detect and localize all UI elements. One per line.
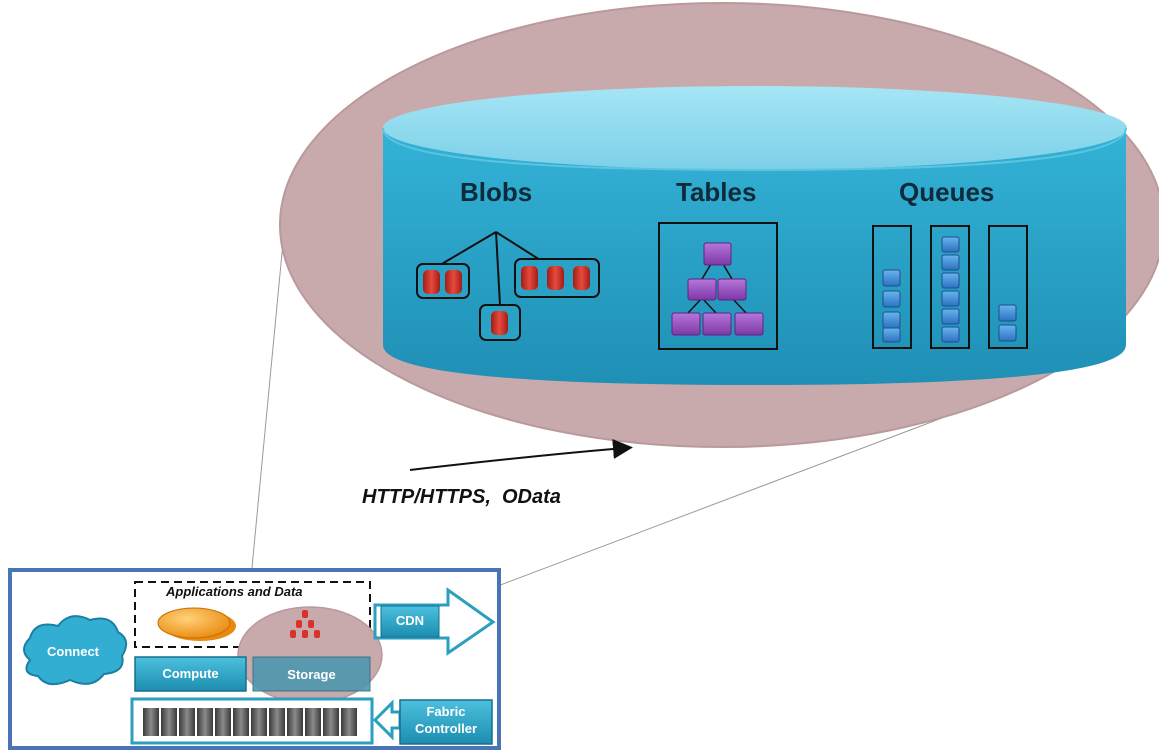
cdn-box <box>380 605 440 638</box>
tables-diagram <box>658 222 778 350</box>
storage-label: Storage <box>287 667 336 682</box>
connect-cloud-icon <box>23 615 128 686</box>
zoom-line-left <box>246 231 285 621</box>
protocol-arrow <box>409 439 633 471</box>
blob-icon <box>491 311 508 335</box>
fabric-controller-label: Fabric Controller <box>400 703 492 737</box>
queue-3 <box>988 225 1028 349</box>
server-rack-icon <box>143 708 357 736</box>
blobs-diagram <box>416 231 600 341</box>
connect-label: Connect <box>47 644 99 659</box>
cdn-label: CDN <box>395 613 425 628</box>
blob-icon <box>423 270 462 294</box>
applications-label: Applications and Data <box>166 584 303 599</box>
blobs-title: Blobs <box>460 177 533 207</box>
queue-1 <box>872 225 912 349</box>
tables-title: Tables <box>676 177 757 207</box>
applications-icon <box>157 607 236 641</box>
protocol-label: HTTP/HTTPS, OData <box>362 486 561 508</box>
cdn-arrow <box>373 587 496 656</box>
queues-diagram <box>872 225 1028 349</box>
tables-frame <box>658 222 778 350</box>
queues-title: Queues <box>899 177 995 207</box>
compute-box <box>134 656 247 692</box>
storage-cylinder <box>382 86 1127 385</box>
data-icon <box>290 610 320 638</box>
fabric-label-line1: Fabric <box>426 704 466 719</box>
compute-label: Compute <box>162 666 219 681</box>
blob-icon <box>521 266 590 290</box>
fabric-label-line2: Controller <box>414 721 478 736</box>
fabric-controller-box <box>399 699 493 745</box>
queue-2 <box>930 225 970 349</box>
storage-box <box>252 656 371 692</box>
